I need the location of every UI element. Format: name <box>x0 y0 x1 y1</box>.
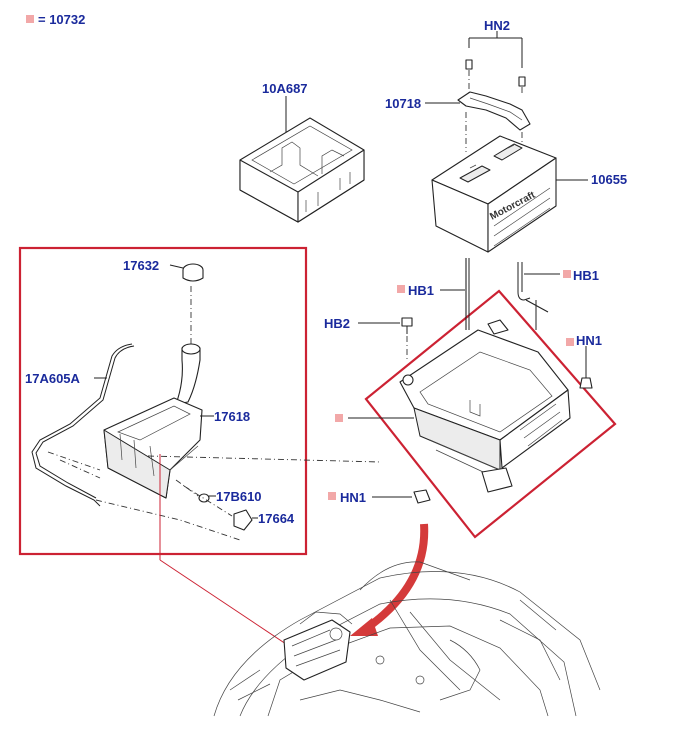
hn1-nut-top <box>566 338 593 389</box>
label-10718: 10718 <box>385 96 421 111</box>
label-hb1-right: HB1 <box>573 268 599 283</box>
label-17632: 17632 <box>123 258 159 273</box>
label-hn1-top: HN1 <box>576 333 602 348</box>
label-17664: 17664 <box>258 511 295 526</box>
battery: Motorcraft <box>431 135 588 253</box>
label-hn1-bottom: HN1 <box>340 490 366 505</box>
hb2-screw <box>358 317 413 362</box>
hn2-bolts <box>465 31 526 100</box>
label-10655: 10655 <box>591 172 627 187</box>
label-hb1-left: HB1 <box>408 283 434 298</box>
label-10A687: 10A687 <box>262 81 308 96</box>
legend-text: = 10732 <box>38 12 85 27</box>
battery-tray <box>335 319 571 493</box>
frame-washer-assembly <box>18 246 308 556</box>
hb1-rods <box>397 258 571 330</box>
label-hb2: HB2 <box>324 316 350 331</box>
hold-down-bracket <box>425 91 531 131</box>
frame-battery-tray <box>364 289 617 539</box>
legend-marker <box>26 15 34 23</box>
hn1-nut-bottom <box>328 489 431 504</box>
vehicle-engine-bay <box>213 561 601 717</box>
label-17A605A: 17A605A <box>25 371 81 386</box>
location-arrow <box>361 523 429 634</box>
battery-cover <box>239 96 365 223</box>
label-17618: 17618 <box>214 409 250 424</box>
label-hn2: HN2 <box>484 18 510 33</box>
label-17B610: 17B610 <box>216 489 262 504</box>
washer-assembly <box>31 263 381 541</box>
